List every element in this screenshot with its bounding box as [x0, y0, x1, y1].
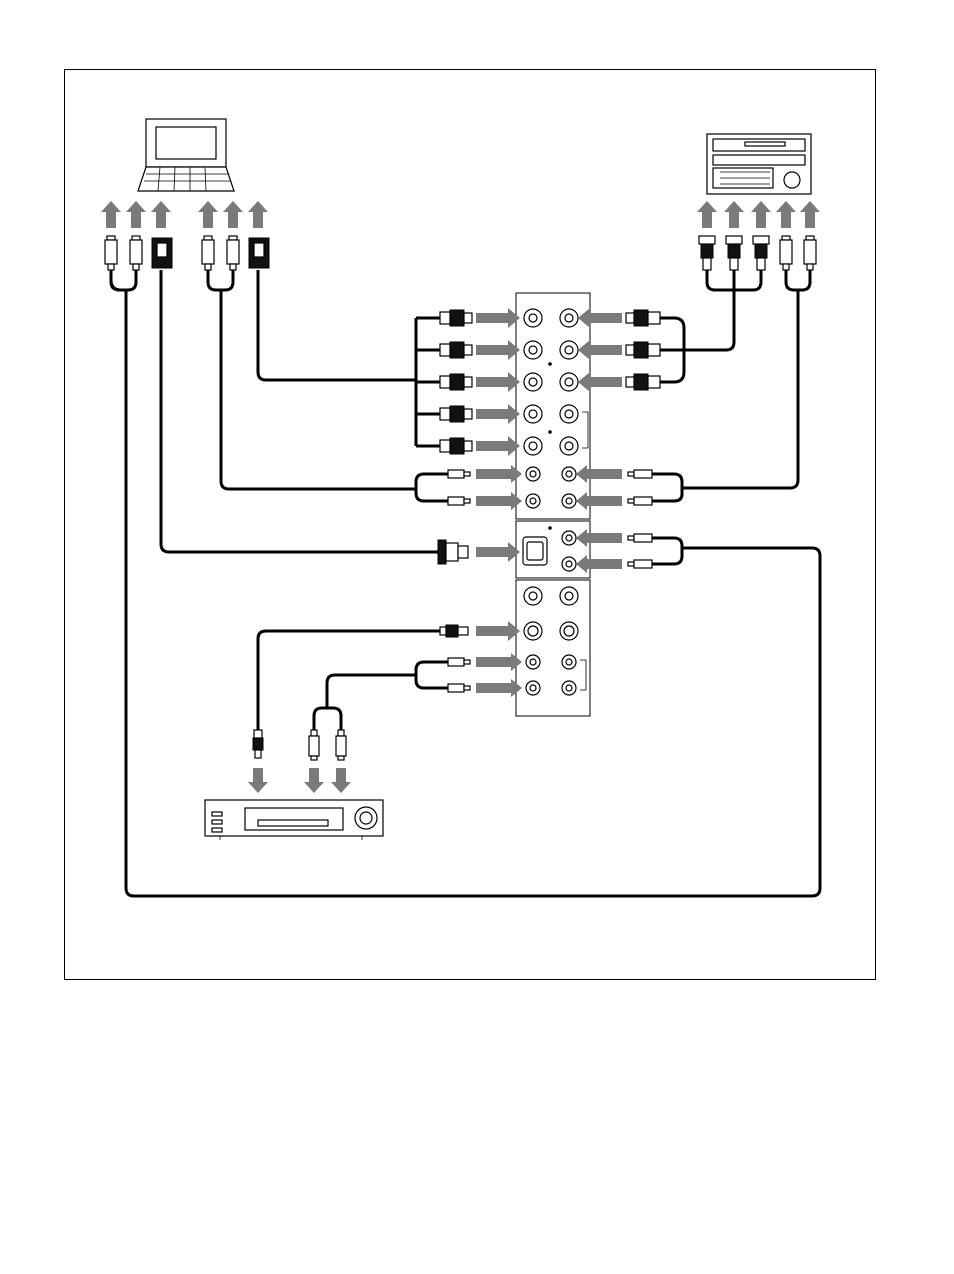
plugs — [105, 236, 816, 760]
dsub-plug-panel — [438, 540, 468, 564]
cable-computer-audio-2 — [208, 268, 233, 290]
cable-dsub — [161, 270, 438, 552]
vtr-icon — [707, 134, 811, 194]
bnc-plug — [699, 236, 769, 270]
bnc-plug-right — [626, 310, 660, 390]
rca-plug-right — [628, 470, 652, 568]
vcr-icon — [205, 800, 383, 840]
rca-plug-left — [448, 470, 470, 692]
vcr-plugs — [253, 730, 346, 760]
svideo-plug — [440, 625, 468, 637]
cable-vga-bnc — [258, 270, 416, 380]
rca-plug — [780, 236, 816, 270]
cable-svideo — [258, 631, 440, 730]
cable-vtr-audio — [786, 270, 810, 290]
bnc-plug-left — [440, 310, 472, 454]
cable-vcr-audio — [314, 708, 341, 730]
computer-icon — [138, 119, 234, 191]
